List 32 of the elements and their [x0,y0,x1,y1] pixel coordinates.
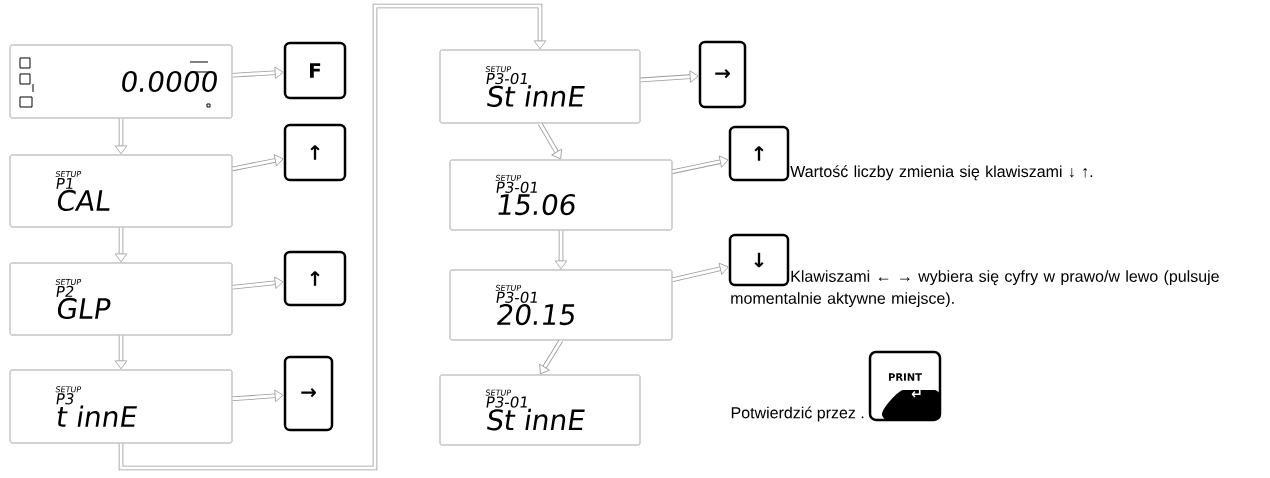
hollow-arrow [672,155,729,174]
lcd-display: SETUP P1 CAL [9,154,233,228]
lcd-display: SETUP P2 GLP [9,262,233,336]
instruction-text: Potwierdzić przez . [731,406,864,422]
lcd-display: SETUP P3 t innE [9,369,233,444]
lcd-display: SETUP P3-01 St innE [439,49,641,124]
key-button: F [283,41,347,100]
key-button: → [698,40,747,109]
lcd-display: SETUP P3-01 St innE [439,374,641,446]
hollow-arrow [232,276,284,290]
hollow-arrow [114,227,128,263]
hollow-arrow [232,154,284,172]
hollow-arrow [232,66,284,79]
lcd-display: SETUP P3-01 15.06 [449,159,673,231]
key-button: ↑ [728,125,790,182]
hollow-arrow [118,3,547,471]
hollow-arrow [554,230,568,270]
hollow-arrow [232,389,284,402]
key-button: ↑ [283,123,347,182]
key-button: ↓ [728,233,790,287]
hollow-arrow [539,339,563,375]
hollow-arrow [672,262,729,282]
hollow-arrow [114,335,128,370]
hollow-arrow [640,70,699,83]
hollow-arrow [114,118,128,155]
key-button: → [283,355,334,432]
lcd-display: SETUP P3-01 20.15 [449,269,673,341]
key-button: ↑ [283,250,347,307]
lcd-display: 0.0000 [9,44,233,119]
print-key-button: PRINT ↵ [868,350,942,422]
hollow-arrow [538,122,563,160]
instruction-text: Wartość liczby zmienia się klawiszami ↓ ↑. [790,165,1093,181]
